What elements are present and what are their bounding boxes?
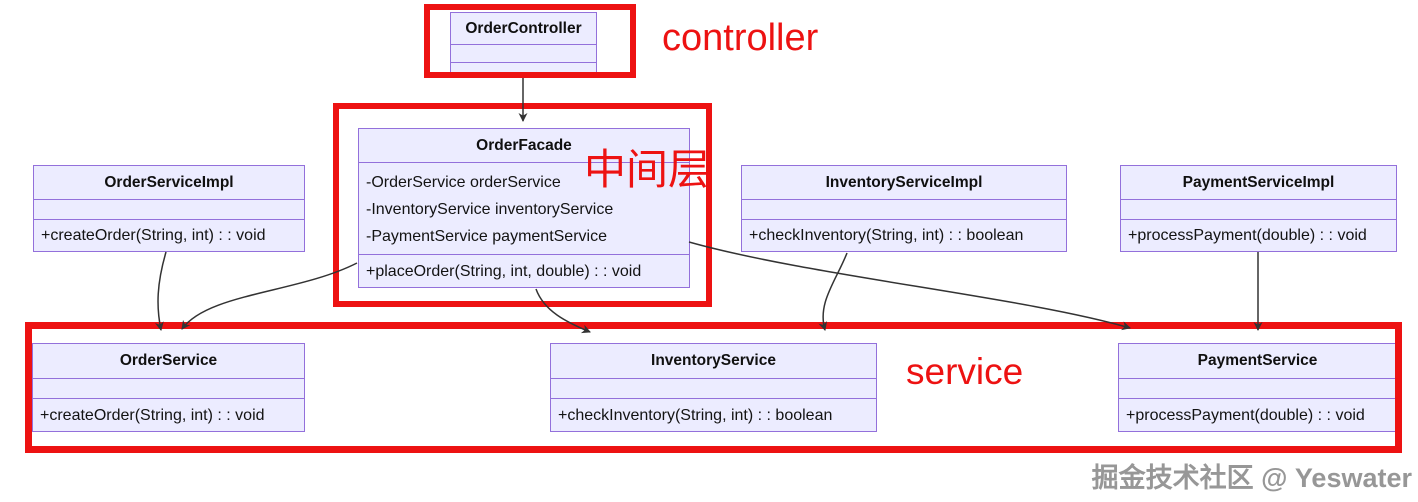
method-line: +createOrder(String, int) : : void	[40, 407, 265, 424]
class-orderserviceimpl: OrderServiceImpl +createOrder(String, in…	[33, 165, 305, 252]
attribute-line: -PaymentService paymentService	[366, 228, 607, 245]
class-title: InventoryService	[651, 352, 776, 369]
attribute-line: -OrderService orderService	[366, 174, 561, 191]
class-title: InventoryServiceImpl	[825, 173, 983, 191]
class-title: OrderFacade	[476, 136, 572, 154]
method-line: +processPayment(double) : : void	[1126, 407, 1365, 424]
class-attributes-empty	[34, 199, 304, 219]
class-paymentserviceimpl: PaymentServiceImpl +processPayment(doubl…	[1120, 165, 1397, 252]
arrow-facade-to-orderservice	[181, 262, 358, 330]
class-paymentservice: PaymentService +processPayment(double) :…	[1118, 343, 1397, 432]
class-methods: +processPayment(double) : : void	[1119, 398, 1396, 433]
method-line: +createOrder(String, int) : : void	[41, 227, 266, 244]
class-attributes-empty	[1121, 199, 1396, 219]
class-attributes: -OrderService orderService -InventorySer…	[359, 162, 689, 254]
arrow-facade-to-paymentservice	[688, 241, 1131, 331]
method-line: +checkInventory(String, int) : : boolean	[558, 407, 833, 424]
method-line: +processPayment(double) : : void	[1128, 227, 1367, 244]
method-line: +checkInventory(String, int) : : boolean	[749, 227, 1024, 244]
class-orderfacade: OrderFacade -OrderService orderService -…	[358, 128, 690, 288]
annotation-label-controller: controller	[662, 17, 819, 59]
class-attributes-empty	[551, 378, 876, 398]
class-attributes-empty	[451, 44, 596, 62]
class-methods: +createOrder(String, int) : : void	[33, 398, 304, 433]
class-inventoryserviceimpl: InventoryServiceImpl +checkInventory(Str…	[741, 165, 1067, 252]
annotation-label-middle-layer: 中间层	[584, 146, 711, 193]
class-inventoryservice: InventoryService +checkInventory(String,…	[550, 343, 877, 432]
class-title: PaymentService	[1197, 352, 1318, 369]
class-attributes-empty	[1119, 378, 1396, 398]
class-attributes-empty	[742, 199, 1066, 219]
annotation-box-middle-layer	[333, 103, 712, 307]
class-methods: +placeOrder(String, int, double) : : voi…	[359, 254, 689, 289]
class-methods: +processPayment(double) : : void	[1121, 219, 1396, 253]
class-title: OrderService	[119, 352, 218, 369]
class-title: PaymentServiceImpl	[1182, 173, 1335, 191]
class-title: OrderServiceImpl	[104, 173, 234, 191]
class-ordercontroller: OrderController	[450, 12, 597, 73]
class-methods: +checkInventory(String, int) : : boolean	[742, 219, 1066, 253]
attribute-line: -InventoryService inventoryService	[366, 201, 614, 218]
arrow-orderserviceimpl-to-orderservice	[154, 251, 167, 331]
class-methods: +checkInventory(String, int) : : boolean	[551, 398, 876, 433]
arrow-inventoryserviceimpl-to-inventoryservice	[818, 252, 848, 331]
class-orderservice: OrderService +createOrder(String, int) :…	[32, 343, 305, 432]
class-attributes-empty	[33, 378, 304, 398]
annotation-box-controller	[424, 4, 636, 78]
class-methods-empty	[451, 62, 596, 74]
annotation-box-service	[25, 322, 1402, 453]
class-title: OrderController	[465, 19, 582, 37]
annotation-label-service: service	[906, 351, 1024, 392]
method-line: +placeOrder(String, int, double) : : voi…	[366, 263, 642, 280]
watermark-text: 掘金技术社区 @ Yeswater	[1091, 463, 1412, 493]
class-methods: +createOrder(String, int) : : void	[34, 219, 304, 253]
